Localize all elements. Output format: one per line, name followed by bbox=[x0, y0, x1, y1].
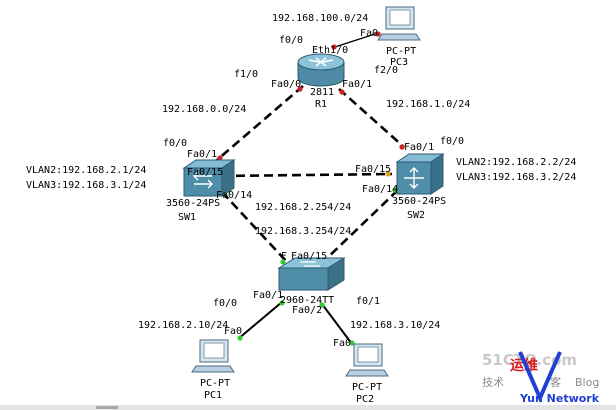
multilayer-switch-icon bbox=[395, 153, 445, 195]
port-dot bbox=[339, 89, 345, 95]
interface-label: Fa0/0 bbox=[271, 79, 301, 90]
switch-sw2[interactable]: 3560-24PS SW2 bbox=[392, 153, 446, 221]
watermark-cn-left: 技术 bbox=[482, 376, 504, 389]
virtual-ip-label: 192.168.2.254/24 bbox=[255, 202, 351, 213]
interface-label: Fa0/1 bbox=[404, 142, 434, 153]
port-dot bbox=[297, 86, 303, 92]
interface-label: Fa0/14 bbox=[216, 190, 252, 201]
interface-label: Fa0/15 bbox=[187, 167, 223, 178]
pc-icon bbox=[345, 343, 389, 377]
pc-icon bbox=[191, 339, 235, 373]
link-access-pc2 bbox=[321, 303, 353, 345]
pc-icon bbox=[377, 6, 421, 41]
interface-label: Eth1/0 bbox=[312, 45, 348, 56]
port-dot bbox=[331, 44, 337, 50]
router-icon bbox=[297, 53, 345, 87]
link-sw2-access bbox=[321, 189, 399, 264]
watermark-cn-right: 客 bbox=[550, 375, 561, 389]
pc-pc1[interactable]: PC-PT PC1 bbox=[191, 339, 235, 401]
interface-label: Fa0/15 bbox=[291, 251, 327, 262]
interface-label: f0/0 bbox=[440, 136, 464, 147]
pc-name: PC2 bbox=[356, 394, 374, 405]
link-access-pc1 bbox=[237, 301, 283, 340]
pc-pc3[interactable]: PC-PT PC3 bbox=[377, 6, 421, 68]
interface-label: Fa0/1 bbox=[342, 79, 372, 90]
port-dot bbox=[375, 31, 381, 37]
vlan-label: VLAN2:192.168.2.1/24 bbox=[26, 165, 146, 176]
port-dot bbox=[319, 302, 325, 308]
link-r1-sw2 bbox=[338, 88, 405, 148]
interface-label: Fa0/15 bbox=[355, 164, 391, 175]
port-dot bbox=[280, 259, 286, 265]
switch-sw1[interactable]: 3560-24PS SW1 bbox=[166, 159, 236, 223]
interface-label: Fa0/1 bbox=[187, 149, 217, 160]
watermark: 51CTO.com 运维 技术 客 Blog Yun Network bbox=[482, 351, 600, 405]
link-r1-pc3 bbox=[334, 32, 379, 48]
interface-label: f0/0 bbox=[279, 35, 303, 46]
network-label: 192.168.0.0/24 bbox=[162, 104, 246, 115]
watermark-brand: Yun Network bbox=[519, 392, 600, 405]
vlan-label: VLAN3:192.168.3.1/24 bbox=[26, 180, 146, 191]
pc-name: PC1 bbox=[204, 390, 222, 401]
switch-model: 3560-24PS bbox=[166, 198, 220, 209]
interface-label: F bbox=[281, 251, 287, 262]
port-dot bbox=[399, 144, 405, 150]
port-dot bbox=[217, 155, 223, 161]
port-dot bbox=[279, 300, 285, 306]
router-r1[interactable]: 2811 R1 bbox=[297, 53, 345, 110]
pc-model: PC-PT bbox=[200, 378, 230, 389]
scrollbar-thumb[interactable] bbox=[96, 406, 118, 409]
interface-label: Fa0/2 bbox=[292, 305, 322, 316]
router-name: R1 bbox=[315, 99, 327, 110]
labels: 192.168.100.0/24 f0/0 Fa0 Eth1/0 f2/0 f1… bbox=[26, 13, 576, 349]
port-dot bbox=[385, 171, 391, 177]
watermark-blog: Blog bbox=[575, 376, 599, 389]
link-sw1-access bbox=[221, 191, 288, 263]
switch-access[interactable]: 2960-24TT bbox=[277, 257, 346, 306]
port-dot bbox=[237, 335, 243, 341]
port-dot bbox=[392, 187, 398, 193]
interface-label: Fa0 bbox=[224, 326, 242, 337]
ip-label: 192.168.2.10/24 bbox=[138, 320, 228, 331]
pc-model: PC-PT bbox=[352, 382, 382, 393]
interface-label: f1/0 bbox=[234, 69, 258, 80]
switch-model: 3560-24PS bbox=[392, 196, 446, 207]
switch-name: SW2 bbox=[407, 210, 425, 221]
links bbox=[216, 32, 405, 345]
ip-label: 192.168.3.10/24 bbox=[350, 320, 440, 331]
v-logo-icon bbox=[518, 351, 562, 404]
interface-label: Fa0/14 bbox=[362, 184, 398, 195]
interface-label: f0/0 bbox=[163, 138, 187, 149]
interface-label: Fa0 bbox=[333, 338, 351, 349]
interface-label: Fa0/1 bbox=[253, 290, 283, 301]
pc-pc2[interactable]: PC-PT PC2 bbox=[345, 343, 389, 405]
link-r1-sw1 bbox=[216, 85, 304, 161]
network-label: 192.168.1.0/24 bbox=[386, 99, 470, 110]
interface-label: f0/0 bbox=[213, 298, 237, 309]
router-model: 2811 bbox=[310, 87, 334, 98]
switch-name: SW1 bbox=[178, 212, 196, 223]
interface-label: f2/0 bbox=[374, 65, 398, 76]
switch-model: 2960-24TT bbox=[280, 295, 334, 306]
interface-label: Fa0 bbox=[360, 28, 378, 39]
switch-icon bbox=[277, 257, 346, 291]
scrollbar-strip[interactable] bbox=[0, 405, 616, 410]
port-dot bbox=[349, 340, 355, 346]
link-sw1-sw2 bbox=[221, 172, 393, 178]
virtual-ip-label: 192.168.3.254/24 bbox=[255, 226, 351, 237]
vlan-label: VLAN2:192.168.2.2/24 bbox=[456, 157, 576, 168]
multilayer-switch-icon bbox=[182, 159, 236, 197]
network-label: 192.168.100.0/24 bbox=[272, 13, 368, 24]
vlan-label: VLAN3:192.168.3.2/24 bbox=[456, 172, 576, 183]
pc-model: PC-PT bbox=[386, 46, 416, 57]
interface-label: f0/1 bbox=[356, 296, 380, 307]
pc-name: PC3 bbox=[390, 57, 408, 68]
